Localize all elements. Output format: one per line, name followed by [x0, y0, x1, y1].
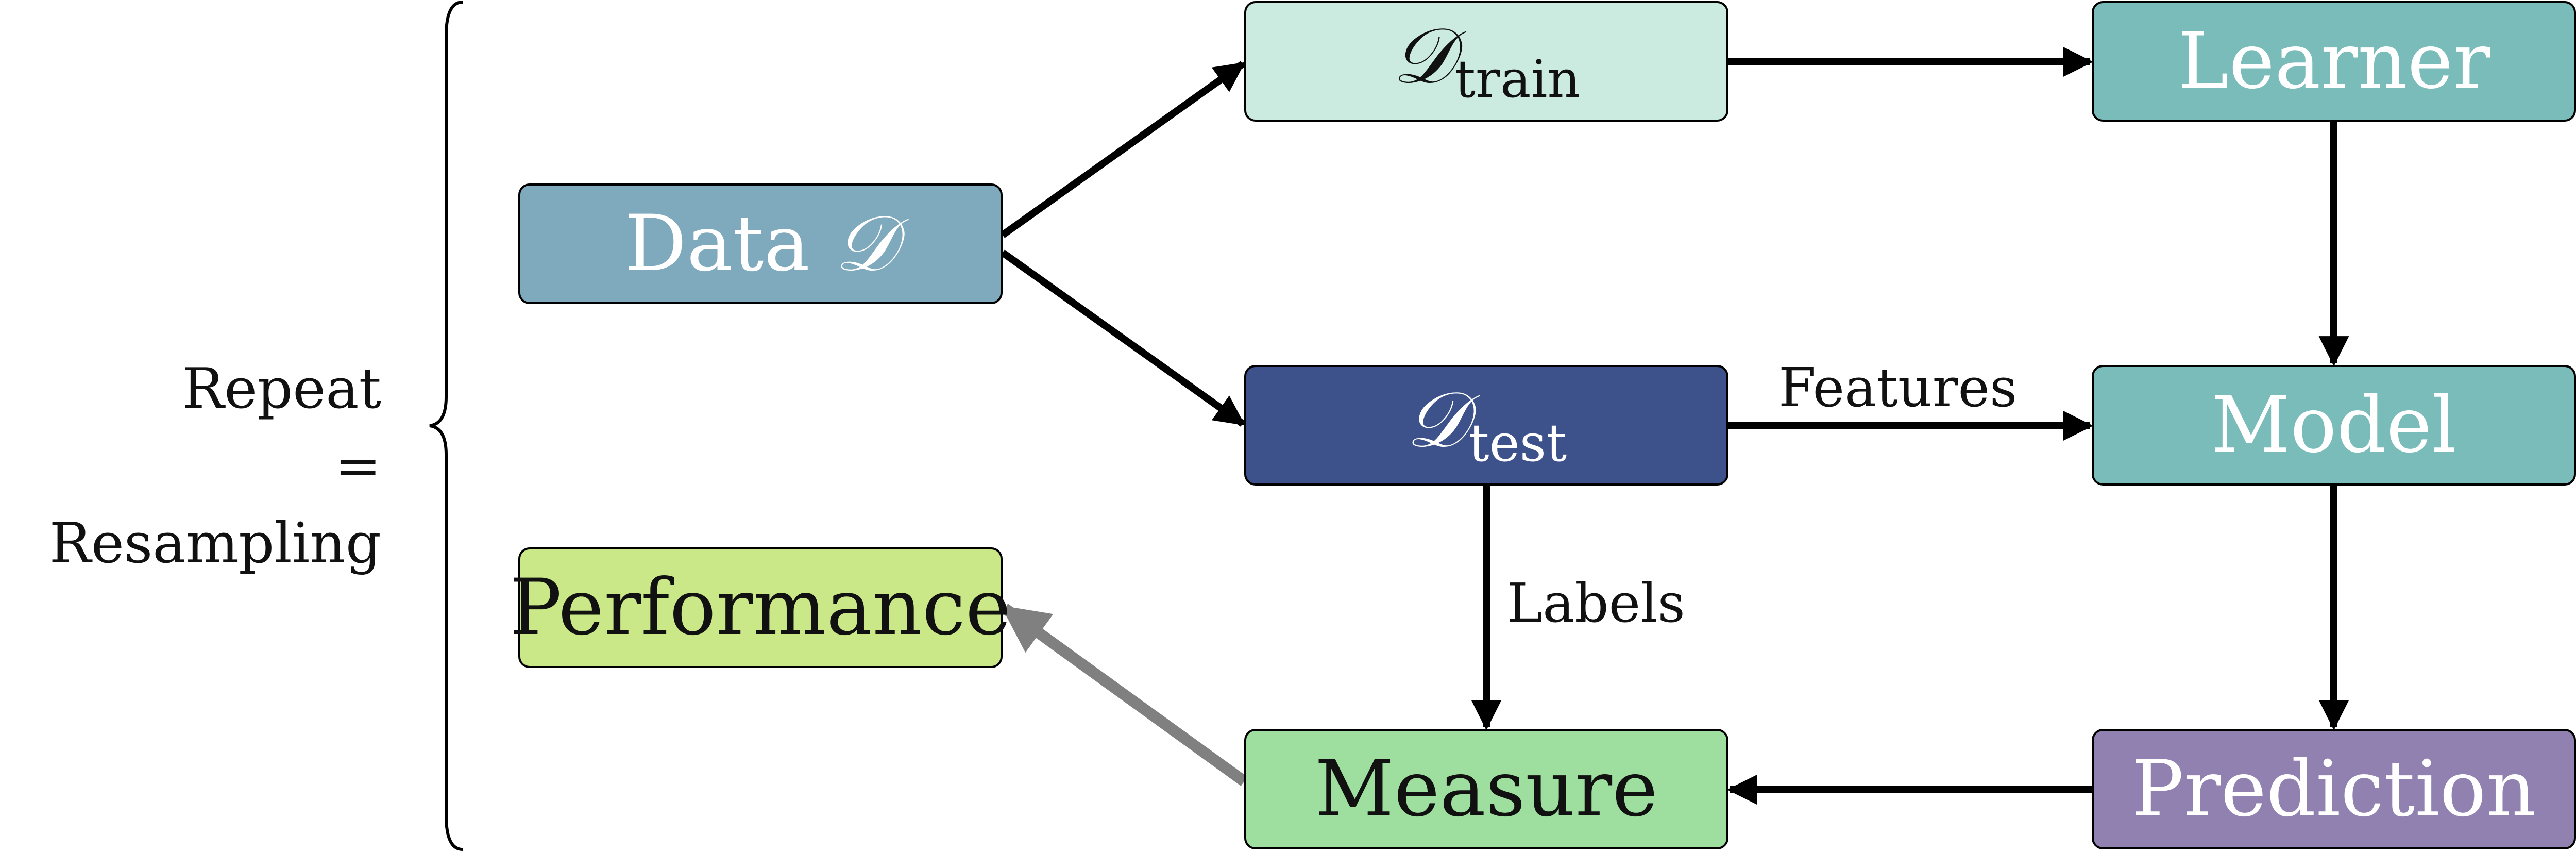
repeat-resampling-label: Repeat = Resampling: [0, 351, 381, 582]
learner-label: Learner: [2177, 16, 2490, 106]
arrow-measure-to-performance: [1001, 604, 1248, 786]
data-symbol: 𝒟: [834, 199, 896, 289]
node-d-test: 𝒟test: [1244, 365, 1728, 486]
performance-label: Performance: [510, 563, 1011, 653]
node-measure: Measure: [1244, 729, 1728, 849]
measure-label: Measure: [1315, 744, 1658, 834]
node-model: Model: [2092, 365, 2576, 486]
node-performance: Performance: [510, 547, 1011, 668]
node-data: Data 𝒟: [518, 183, 1003, 304]
edge-label-labels: Labels: [1507, 572, 1685, 635]
d-train-subscript: train: [1454, 49, 1581, 109]
repeat-brace: [429, 1, 463, 851]
resampling-text: = Resampling: [49, 434, 381, 576]
arrow-data-to-test: [1000, 249, 1245, 427]
d-test-subscript: test: [1468, 413, 1567, 473]
arrow-data-to-train: [1000, 61, 1245, 238]
edge-label-features: Features: [1778, 356, 2018, 419]
data-label: Data: [624, 199, 810, 289]
repeat-text: Repeat: [182, 357, 381, 421]
node-d-train: 𝒟train: [1244, 1, 1728, 122]
node-prediction: Prediction: [2092, 729, 2576, 849]
prediction-label: Prediction: [2131, 744, 2536, 834]
node-learner: Learner: [2092, 1, 2576, 122]
model-label: Model: [2211, 380, 2457, 470]
d-test-symbol: 𝒟: [1405, 375, 1468, 465]
d-train-symbol: 𝒟: [1392, 11, 1454, 101]
